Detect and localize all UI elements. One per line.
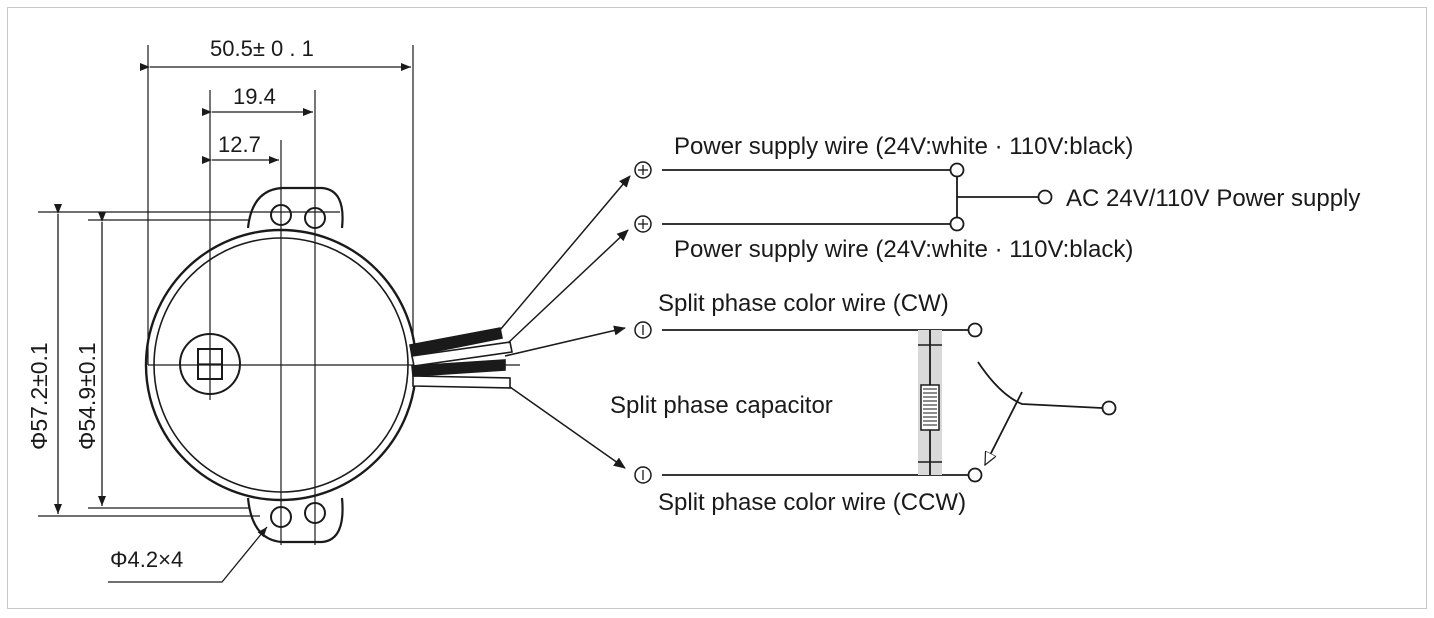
label-power-wire-bottom: Power supply wire (24V:white · 110V:blac… bbox=[674, 236, 1133, 263]
label-capacitor: Split phase capacitor bbox=[610, 392, 833, 419]
dim-inner-diameter: Φ54.9±0.1 bbox=[74, 342, 100, 450]
dim-overall-width: 50.5± 0 . 1 bbox=[210, 36, 314, 61]
switch-blade bbox=[984, 391, 1023, 465]
wire-arrows bbox=[499, 175, 631, 469]
dim-holes: Φ4.2×4 bbox=[110, 547, 183, 572]
dim-width-12: 12.7 bbox=[218, 132, 261, 157]
node bbox=[949, 162, 965, 178]
lead-wire-white bbox=[411, 341, 513, 367]
split-phase-capacitor-symbol bbox=[918, 330, 942, 475]
node bbox=[1037, 189, 1053, 205]
lead-wires bbox=[409, 327, 513, 389]
label-ccw-wire: Split phase color wire (CCW) bbox=[658, 489, 966, 516]
label-power-supply: AC 24V/110V Power supply bbox=[1066, 185, 1360, 212]
lead-wire-white bbox=[412, 375, 511, 389]
circuit-lines bbox=[662, 169, 1103, 476]
label-power-wire-top: Power supply wire (24V:white · 110V:blac… bbox=[674, 133, 1133, 160]
node bbox=[967, 322, 983, 338]
node bbox=[967, 467, 983, 483]
reference-lines bbox=[38, 45, 520, 545]
terminals bbox=[634, 161, 652, 484]
dim-outer-diameter: Φ57.2±0.1 bbox=[26, 342, 52, 450]
node bbox=[949, 216, 965, 232]
mounting-tab-top bbox=[246, 186, 344, 229]
diagram-frame bbox=[7, 7, 1427, 609]
dim-width-19: 19.4 bbox=[233, 84, 276, 109]
terminal-marks bbox=[638, 165, 648, 480]
switch-arm bbox=[977, 361, 1103, 409]
nodes bbox=[949, 162, 1117, 483]
label-cw-wire: Split phase color wire (CW) bbox=[658, 290, 949, 317]
lead-wire-black bbox=[409, 327, 503, 357]
dimension-lines bbox=[54, 63, 411, 583]
node bbox=[1101, 400, 1117, 416]
mounting-tab-bottom bbox=[246, 497, 344, 544]
lead-wire-black bbox=[411, 359, 506, 377]
